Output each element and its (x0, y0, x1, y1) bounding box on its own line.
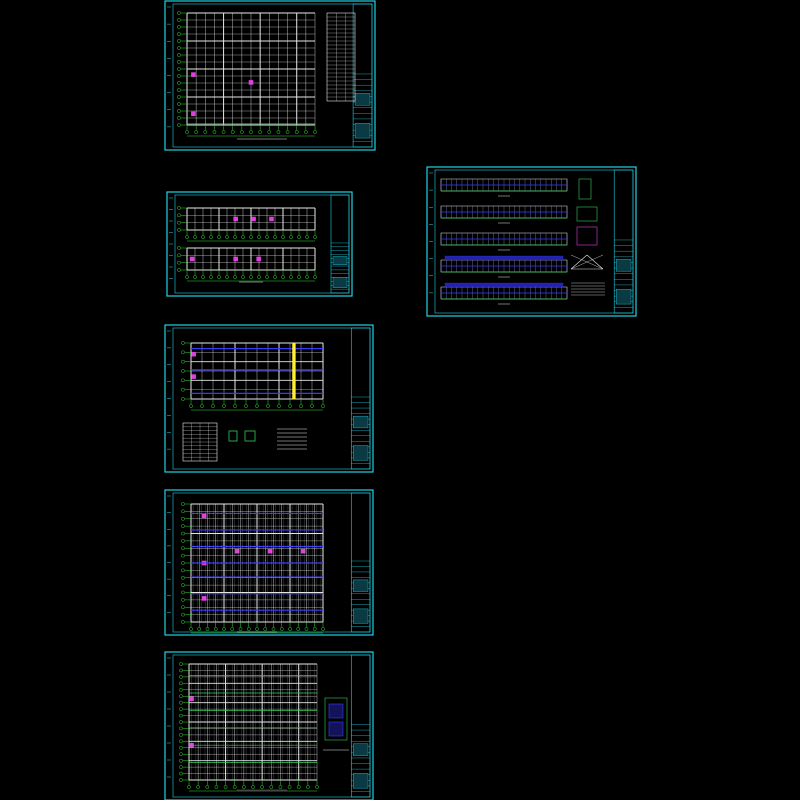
section-strip (440, 205, 568, 224)
section-strip (440, 282, 568, 305)
sheet-3-plan-with-table (164, 324, 374, 473)
sheet-6-sections (426, 166, 637, 317)
sheet-4-dense-plan (164, 489, 374, 636)
sheet-5-plan-with-details (164, 651, 374, 800)
section-strip (440, 255, 568, 278)
sheet-2-elevations (166, 191, 353, 297)
section-strip (440, 232, 568, 251)
section-strip (440, 178, 568, 197)
sheet-1-plan (164, 0, 376, 151)
